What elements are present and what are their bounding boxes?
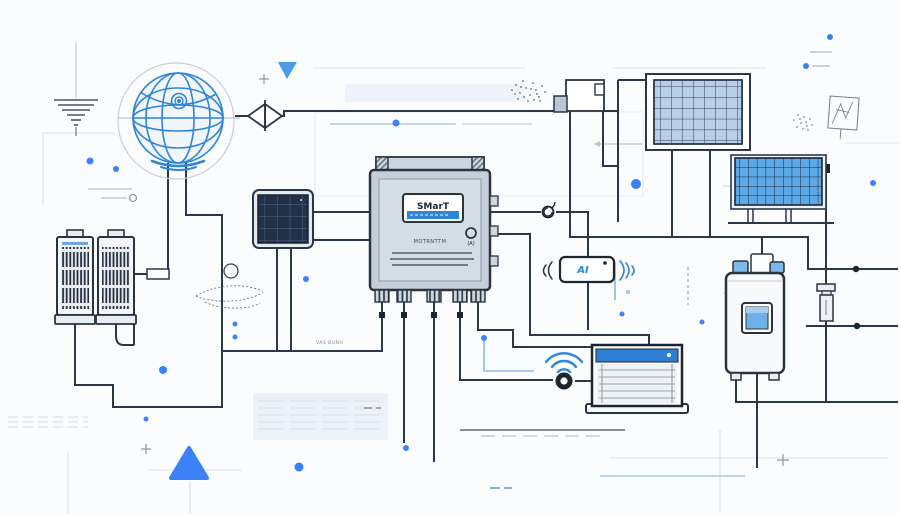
water-heater <box>724 253 786 381</box>
blue-corner-line <box>483 340 534 372</box>
ground-symbol <box>54 42 98 136</box>
meter-icon <box>465 227 477 239</box>
ai-label: AI <box>576 265 589 276</box>
triangle-down-icon <box>278 62 297 79</box>
controller-label: SMarT <box>417 202 450 212</box>
battery-unit-2 <box>95 229 137 325</box>
network-globe-icon <box>117 62 240 180</box>
small-scribble-icon <box>793 114 813 131</box>
cloud-scribble-icon <box>511 80 546 102</box>
sound-wave-left-icon <box>542 261 553 280</box>
diode-symbol <box>246 100 284 131</box>
blue-solar-panel <box>730 154 827 210</box>
blue-accents <box>86 34 876 480</box>
radiator-heater <box>585 343 689 414</box>
small-dark-solar-panel <box>252 189 314 249</box>
coil-glyph-icon <box>541 201 556 219</box>
duct-junction <box>553 79 605 113</box>
meter-label: (A) <box>467 241 474 247</box>
smart-controller: SMarT (A) MOTRNTTM <box>368 156 499 303</box>
faint-label: VAS BUNH <box>316 340 343 346</box>
controller-label-plate: SMarT <box>402 193 464 223</box>
globe-eye <box>170 92 188 110</box>
large-solar-panel <box>645 73 751 151</box>
wifi-sensor-icon <box>544 352 584 390</box>
blue-dots <box>86 34 876 472</box>
controller-subtitle: MOTRNTTM <box>414 239 447 245</box>
boat-sketch <box>195 263 264 309</box>
controller-pins <box>374 289 486 303</box>
battery-unit-1 <box>54 229 96 325</box>
triangle-up-icon <box>169 446 209 480</box>
ai-voice-module: AI <box>542 255 635 284</box>
controller-vents <box>390 252 474 266</box>
sensor-probe <box>816 283 836 332</box>
controller-side-tabs <box>489 195 499 267</box>
resistor-symbol <box>146 268 170 280</box>
background-decor <box>8 51 898 514</box>
plus-marks <box>141 74 789 466</box>
sound-wave-right-icon <box>619 260 635 281</box>
sketch-box-icon <box>827 95 860 139</box>
